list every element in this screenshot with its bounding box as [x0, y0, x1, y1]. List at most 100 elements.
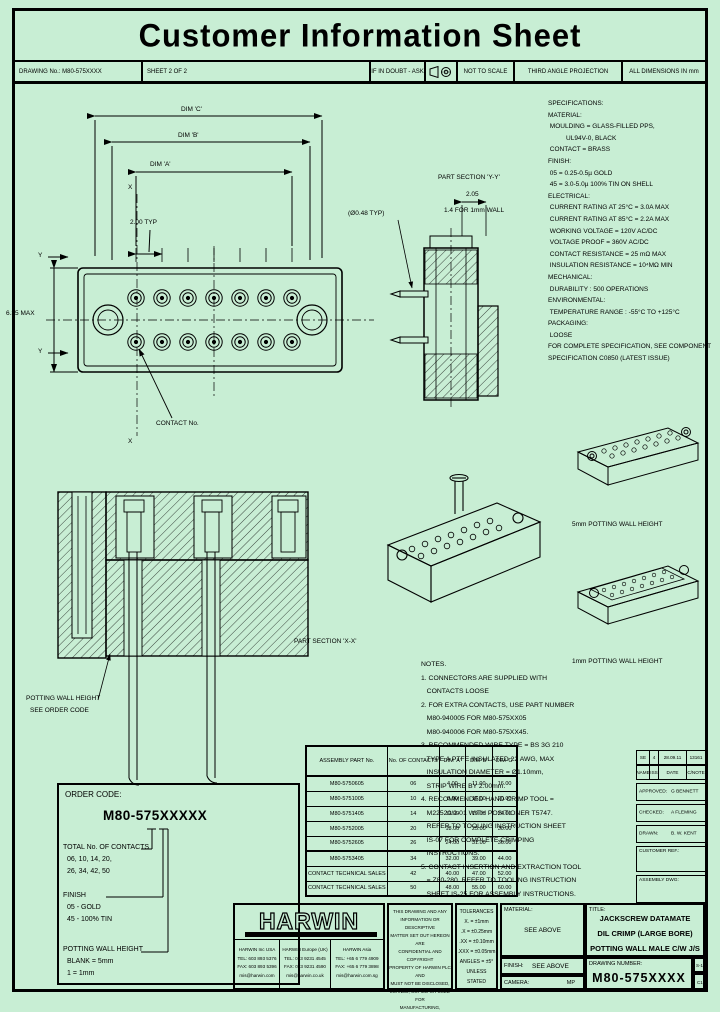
- approvals-block: SE 4 28.09.11 13161 NAME ISS DATE C/NOTE…: [636, 750, 706, 903]
- legal-line: MATTER SET OUT HEREON ARE: [390, 933, 450, 946]
- assembly-dwg-row: ASSEMBLY DWG:: [636, 875, 706, 903]
- legal-line: CONFIDENTIAL AND COPYRIGHT: [398, 949, 442, 962]
- camera-cell: CAMERA: MP: [500, 975, 585, 990]
- table-cell: 06: [386, 775, 440, 792]
- order-wall-opt1: BLANK = 5mm: [67, 958, 114, 965]
- table-cell: 40.00: [438, 865, 466, 882]
- office-asia: HARWIN Asia TEL: +65 6 779 4909 FAX: +65…: [330, 939, 383, 988]
- legal-line: MANUFACTURING, TENDERING OR: [399, 1005, 441, 1010]
- order-finish-opt1: 05 - GOLD: [67, 904, 101, 911]
- drawing-number-cell: DRAWING NUMBER: M80-575XXXX: [585, 957, 693, 990]
- spec-line: UL94V-0, BLACK: [548, 134, 617, 142]
- spec-line: MOULDING = GLASS-FILLED PPS,: [548, 123, 655, 131]
- spec-line: CONTACT = BRASS: [548, 146, 611, 154]
- table-cell: 20: [386, 820, 440, 837]
- title-cell: TITLE: JACKSCREW DATAMATE DIL CRIMP (LAR…: [585, 903, 705, 957]
- side-strip-text2: C1: [697, 980, 703, 985]
- issue-no: 4: [650, 751, 659, 764]
- finish-label: FINISH:: [504, 963, 524, 969]
- projection-cell: THIRD ANGLE PROJECTION: [515, 62, 623, 81]
- order-code-value: M80-575XXXXX: [103, 808, 208, 823]
- order-wall-opt2: 1 = 1mm: [67, 970, 95, 977]
- table-cell: 60.00: [491, 880, 518, 897]
- col-header: ASSEMBLY PART No.: [305, 745, 388, 777]
- spec-line: VOLTAGE PROOF = 360V AC/DC: [548, 239, 649, 247]
- table-cell: 18.00: [438, 820, 466, 837]
- office-fax: FAX: 023 9231 4590: [284, 964, 326, 969]
- spec-line: FINISH:: [548, 157, 572, 165]
- harwin-logo: HARWIN: [235, 905, 383, 937]
- approved-row: APPROVED: G BENNETT: [636, 783, 706, 801]
- issue-cnote-label: C/NOTE: [687, 770, 705, 775]
- table-cell: 14: [386, 805, 440, 822]
- order-code-label: ORDER CODE:: [65, 790, 122, 799]
- customer-ref-row: CUSTOMER REF.:: [636, 846, 706, 872]
- drawing-number-label: DRAWING NUMBER:: [589, 961, 643, 967]
- issue-no-label: ISS: [650, 766, 659, 779]
- table-cell: 24.00: [438, 835, 466, 852]
- pin-dia-label: (Ø0.48 TYP): [348, 210, 385, 217]
- not-to-scale-cell: NOT TO SCALE: [458, 62, 515, 81]
- order-contacts-line1: 06, 10, 14, 20,: [67, 856, 112, 863]
- dim-b-label: DIM 'B': [178, 132, 199, 139]
- office-tel: TEL: +65 6 779 4909: [335, 955, 379, 961]
- section-y-marker-top: Y: [38, 252, 43, 259]
- table-cell: M80-5751005: [305, 790, 388, 807]
- table-cell: 32.00: [438, 850, 466, 867]
- col-header: DIM 'C': [491, 745, 518, 777]
- approved-label: APPROVED:: [639, 789, 667, 795]
- legal-line: MUST NOT BE DISCLOSED,: [390, 981, 450, 986]
- drawn-value: B. W. KENT: [671, 831, 697, 837]
- order-contacts-line2: 26, 34, 42, 50: [67, 868, 110, 875]
- harwin-contact-block: HARWIN HARWIN Inc USA TEL: 603 893 5376 …: [233, 903, 385, 990]
- office-email: mis@harwin.com.sg: [336, 972, 378, 978]
- tolerance-line: .XXX = ±0.05mm: [457, 949, 496, 955]
- spec-line: MATERIAL:: [548, 111, 582, 119]
- issue-cnote: 13161: [689, 755, 703, 760]
- note-line: CONTACTS LOOSE: [421, 688, 489, 695]
- table-cell: 39.00: [464, 850, 493, 867]
- table-cell: 20.00: [491, 790, 518, 807]
- order-code-box: [57, 783, 300, 985]
- spec-line: WORKING VOLTAGE = 120V AC/DC: [548, 227, 658, 235]
- section-x-marker-bottom: X: [128, 438, 133, 445]
- office-email: mis@harwin.co.uk: [286, 972, 324, 978]
- tolerance-line: .X = ±0.25mm: [460, 929, 493, 935]
- page-title: Customer Information Sheet: [138, 16, 582, 54]
- office-name: HARWIN Europe (UK): [282, 947, 328, 952]
- table-cell: 15.00: [464, 790, 493, 807]
- tolerance-line: ANGLES = ±5°: [459, 959, 494, 965]
- spec-line: MECHANICAL:: [548, 273, 593, 281]
- table-cell: 52.00: [491, 865, 518, 882]
- dim-a-label: DIM 'A': [150, 161, 171, 168]
- section-y-marker-bottom: Y: [38, 348, 43, 355]
- table-cell: M80-5753405: [305, 850, 388, 867]
- legal-line: THIS DRAWING AND ANY: [393, 909, 447, 914]
- title-line2: DIL CRIMP (LARGE BORE): [597, 929, 693, 938]
- table-cell: CONTACT TECHNICAL SALES: [305, 865, 388, 882]
- table-cell: 48.00: [438, 880, 466, 897]
- side-strip-cell1: S-1: [693, 957, 705, 973]
- drawing-number-value: M80-575XXXX: [592, 971, 686, 985]
- specifications-block: SPECIFICATIONS:MATERIAL: MOULDING = GLAS…: [548, 98, 711, 365]
- table-cell: 12.00: [438, 805, 466, 822]
- spec-line: ENVIRONMENTAL:: [548, 297, 606, 305]
- customer-ref-label: CUSTOMER REF.:: [639, 849, 680, 854]
- table-cell: 50: [386, 880, 440, 897]
- spec-line: INSULATION RESISTANCE = 10⁴MΩ MIN: [548, 262, 673, 270]
- note-line: M80-940006 FOR M80-575XX45.: [421, 728, 529, 736]
- order-wall-label: POTTING WALL HEIGHT: [63, 946, 143, 953]
- table-cell: CONTACT TECHNICAL SALES: [305, 880, 388, 897]
- spec-line: DURABILITY : 500 OPERATIONS: [548, 285, 649, 293]
- section-x-marker-top: X: [128, 184, 133, 191]
- table-header-row: ASSEMBLY PART No. No. OF CONTACTS DIM 'A…: [305, 745, 518, 777]
- spec-line: LOOSE: [548, 331, 573, 339]
- table-cell: 8.00: [438, 790, 466, 807]
